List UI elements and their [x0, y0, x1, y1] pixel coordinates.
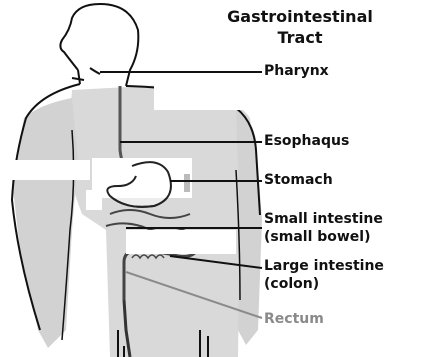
- diagram-title-line1: Gastrointestinal: [185, 6, 415, 27]
- label-large-intestine-line1: Large intestine: [264, 258, 384, 275]
- label-rectum: Rectum: [264, 311, 324, 328]
- white-patch-1: [154, 84, 246, 110]
- white-patch-2: [0, 160, 90, 180]
- torso-fill: [66, 84, 255, 357]
- white-patch-5: [86, 190, 102, 210]
- label-large-intestine-line2: (colon): [264, 276, 319, 293]
- white-patch-4: [126, 230, 236, 254]
- diagram-title-line2: Tract: [185, 27, 415, 48]
- stomach-side-band: [184, 174, 190, 192]
- right-arm-fill: [236, 108, 262, 345]
- label-small-intestine-line1: Small intestine: [264, 211, 383, 228]
- pharynx-mark: [72, 68, 100, 80]
- label-esophagus: Esophaqus: [264, 133, 349, 150]
- label-small-intestine-line2: (small bowel): [264, 229, 371, 246]
- label-stomach: Stomach: [264, 172, 333, 189]
- neck-line: [78, 70, 80, 84]
- label-pharynx: Pharynx: [264, 63, 329, 80]
